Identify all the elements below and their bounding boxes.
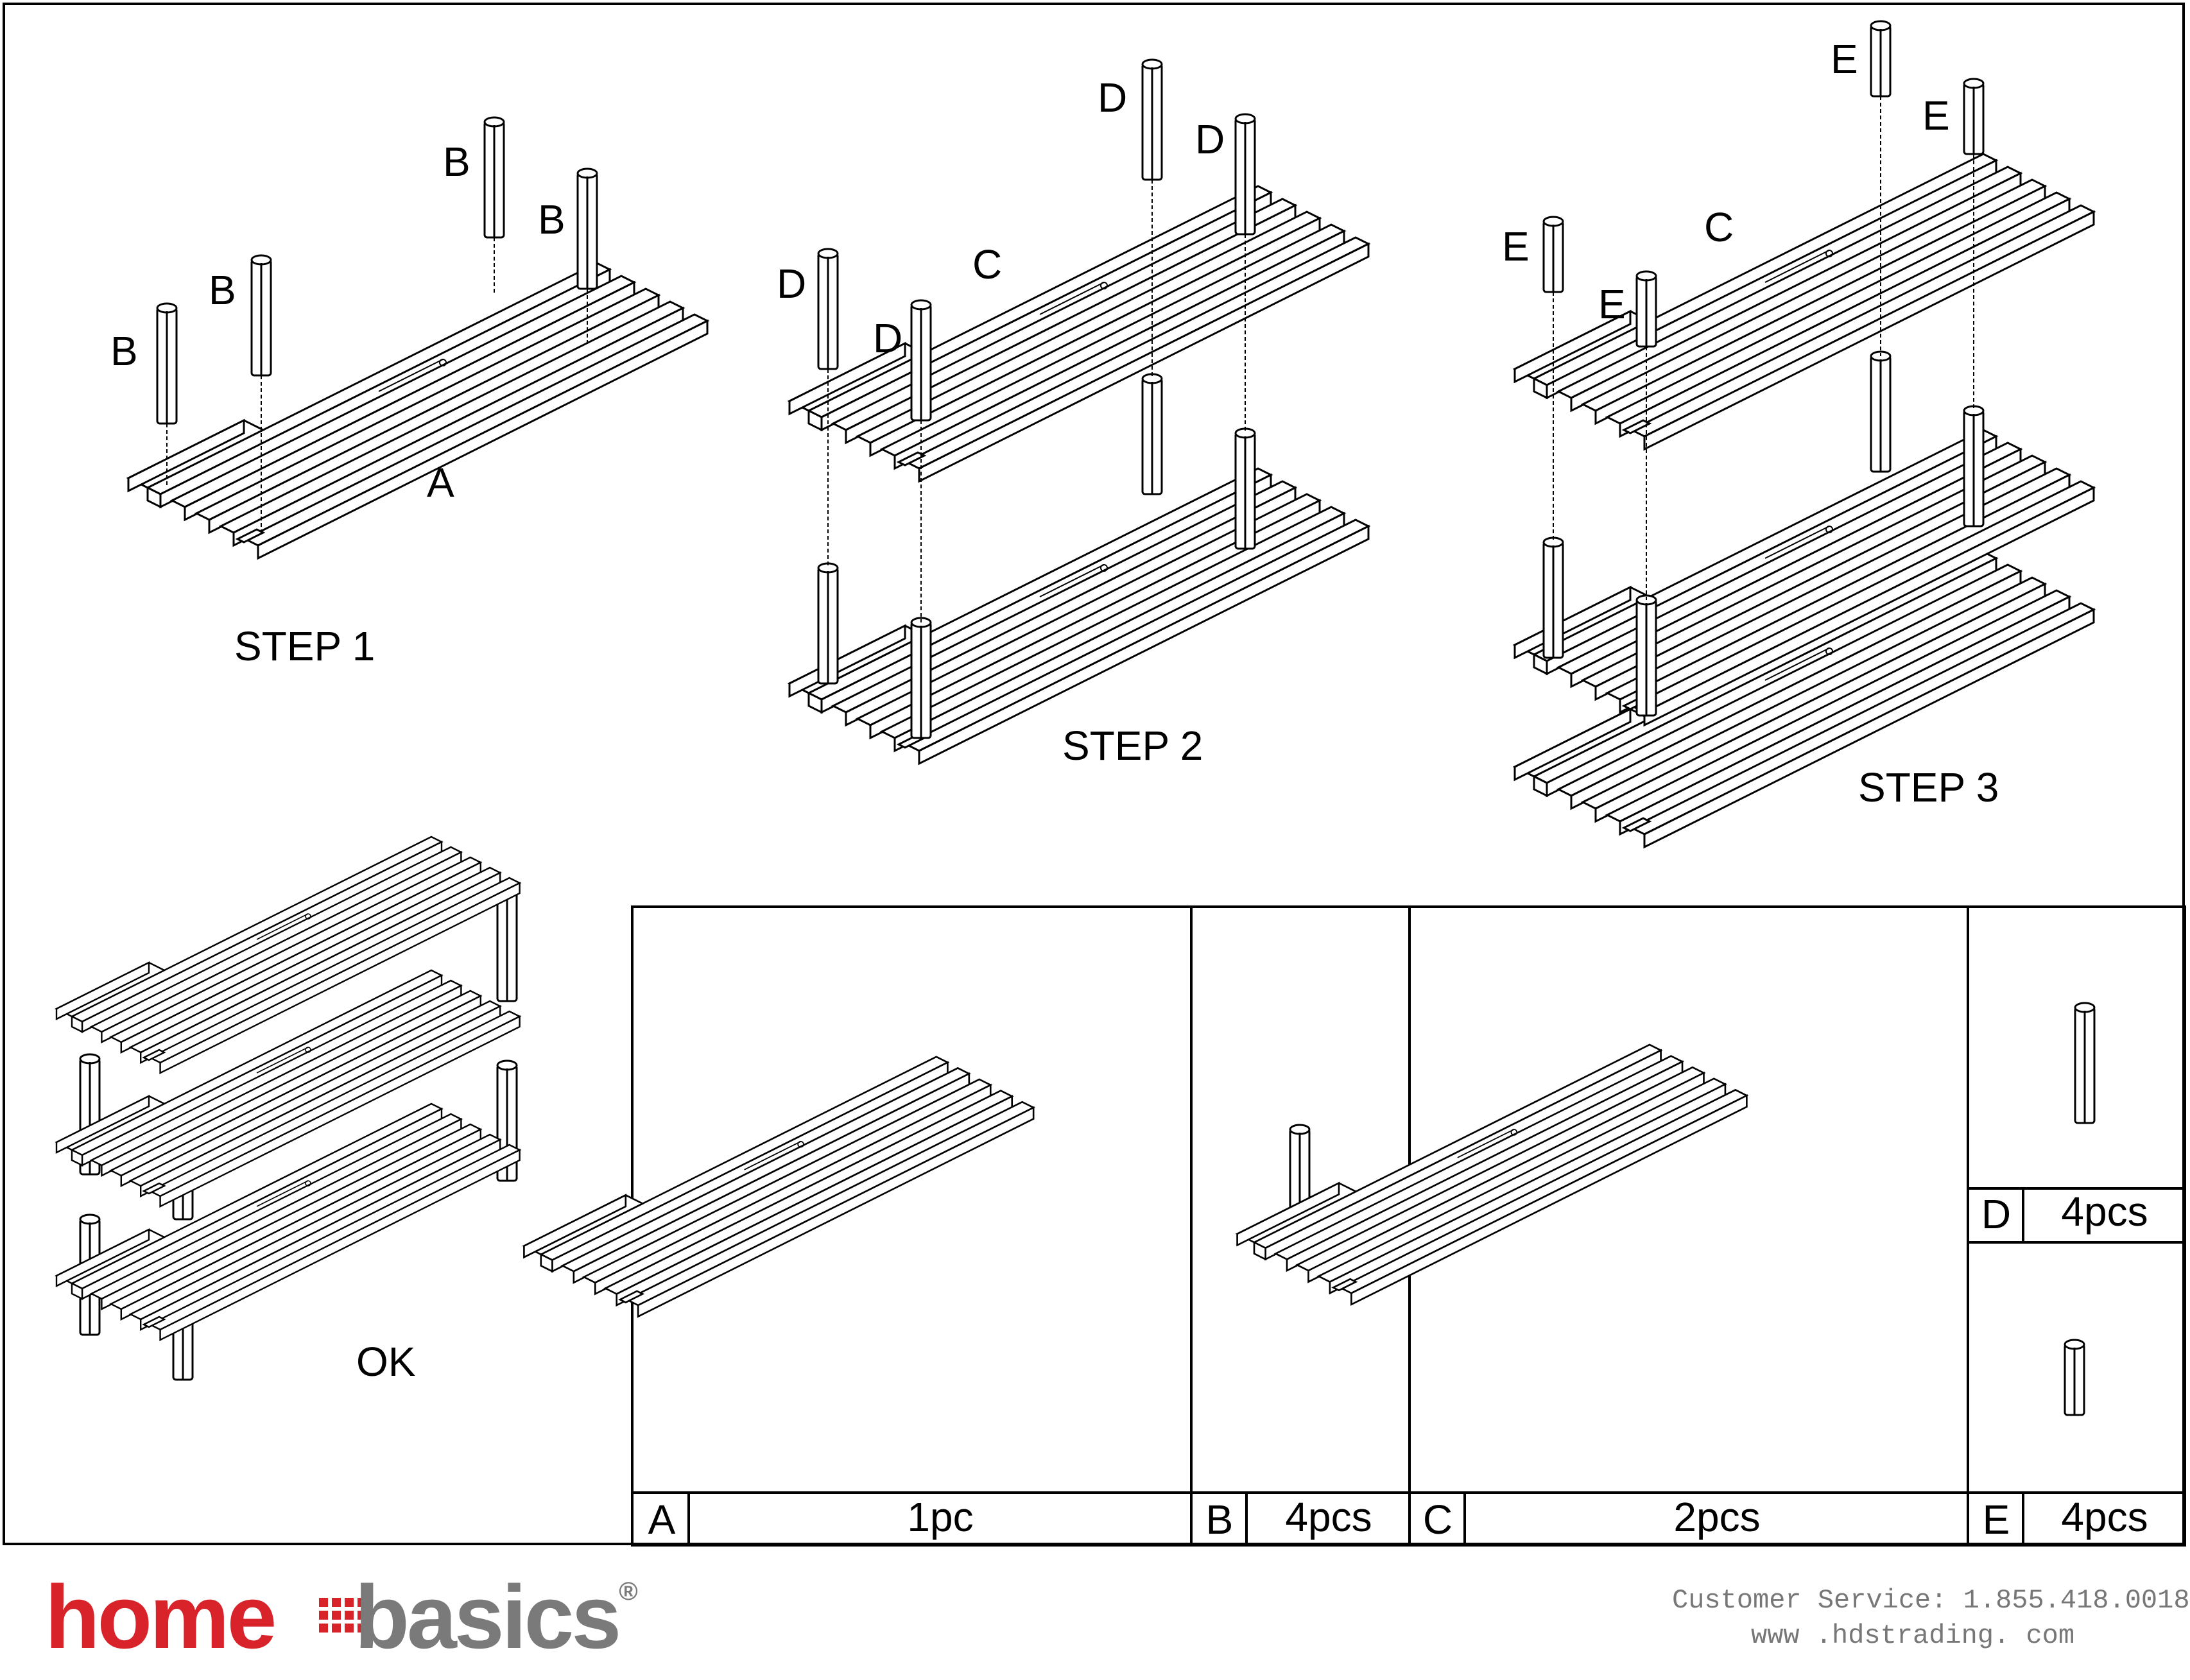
part-d-drawing [2074, 1002, 2096, 1124]
step2-illustration [788, 58, 1370, 765]
step3-part-e-label: E [1502, 223, 1530, 270]
part-a-letter: A [648, 1496, 676, 1543]
part-c-drawing [1236, 1043, 1748, 1306]
part-d-qty: 4pcs [2061, 1188, 2148, 1235]
part-c-letter: C [1422, 1496, 1453, 1543]
final-title: OK [356, 1339, 416, 1385]
step1-illustration [127, 116, 709, 560]
website-text: www .hdstrading. com [1751, 1620, 2075, 1651]
step1-title: STEP 1 [234, 623, 375, 669]
step1-part-b-label: B [209, 267, 236, 313]
step2-part-d-label: D [1098, 74, 1128, 121]
step2-part-d-label: D [1195, 116, 1225, 162]
brand-registered-mark: ® [619, 1577, 638, 1606]
step1-part-a-label: A [427, 459, 454, 506]
step1-part-b-label: B [443, 139, 470, 185]
part-e-qty: 4pcs [2061, 1494, 2148, 1540]
step3-illustration [1513, 20, 2095, 848]
logo-dots-icon [319, 1598, 366, 1633]
brand-home: home [45, 1566, 277, 1667]
part-e-drawing [2064, 1339, 2085, 1416]
step2-part-d-label: D [873, 315, 903, 361]
step1-part-b-label: B [110, 328, 138, 374]
part-b-qty: 4pcs [1285, 1494, 1372, 1540]
step2-title: STEP 2 [1062, 723, 1203, 769]
step1-part-b-label: B [538, 196, 565, 243]
customer-service-text: Customer Service: 1.855.418.0018 [1672, 1585, 2190, 1616]
step3-part-c-label: C [1704, 204, 1734, 250]
part-d-letter: D [1981, 1191, 2012, 1237]
part-b-letter: B [1205, 1496, 1234, 1543]
step2-part-c-label: C [972, 241, 1003, 287]
brand-basics: basics [354, 1566, 621, 1667]
part-a-qty: 1pc [907, 1494, 974, 1540]
part-a-drawing [523, 1056, 1035, 1317]
part-c-qty: 2pcs [1673, 1494, 1761, 1540]
step2-part-d-label: D [777, 261, 807, 307]
final-shelf-illustration [55, 836, 521, 1381]
step3-part-e-label: E [1831, 36, 1858, 82]
step3-title: STEP 3 [1858, 764, 1999, 810]
step3-part-e-label: E [1598, 281, 1626, 327]
step3-part-e-label: E [1922, 92, 1950, 139]
part-e-letter: E [1982, 1496, 2010, 1543]
